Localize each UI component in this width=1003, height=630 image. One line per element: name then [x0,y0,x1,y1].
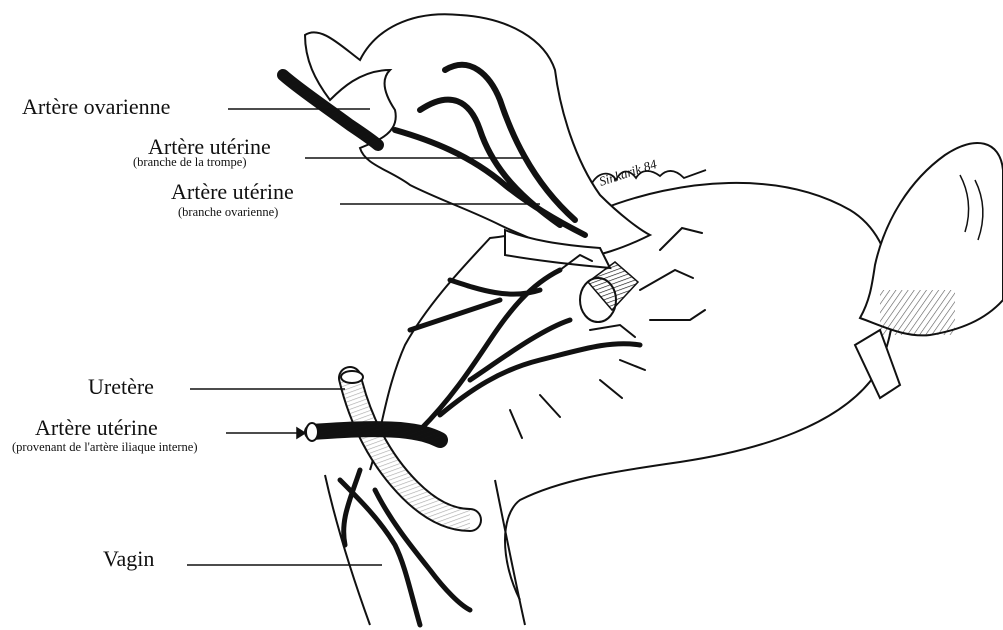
label-uterine-artery-origin-sub: (provenant de l'artère iliaque interne) [12,441,198,454]
label-vagina: Vagin [103,548,154,570]
left-ovary-tube [305,14,650,260]
uterus-body-outline [370,183,894,600]
label-uterine-artery-origin: Artère utérine [35,417,158,439]
label-ureter: Uretère [88,376,154,398]
uterine-artery-cut-end [306,423,318,441]
right-round-ligament [855,330,900,398]
ureter-cut-end [341,371,363,383]
label-uterine-artery-tubal-sub: (branche de la trompe) [133,156,246,169]
right-ligament-hatching [880,290,955,335]
label-ovarian-artery: Artère ovarienne [22,96,170,118]
label-uterine-artery-ovarian-sub: (branche ovarienne) [178,206,278,219]
label-uterine-artery-ovarian: Artère utérine [171,181,294,203]
